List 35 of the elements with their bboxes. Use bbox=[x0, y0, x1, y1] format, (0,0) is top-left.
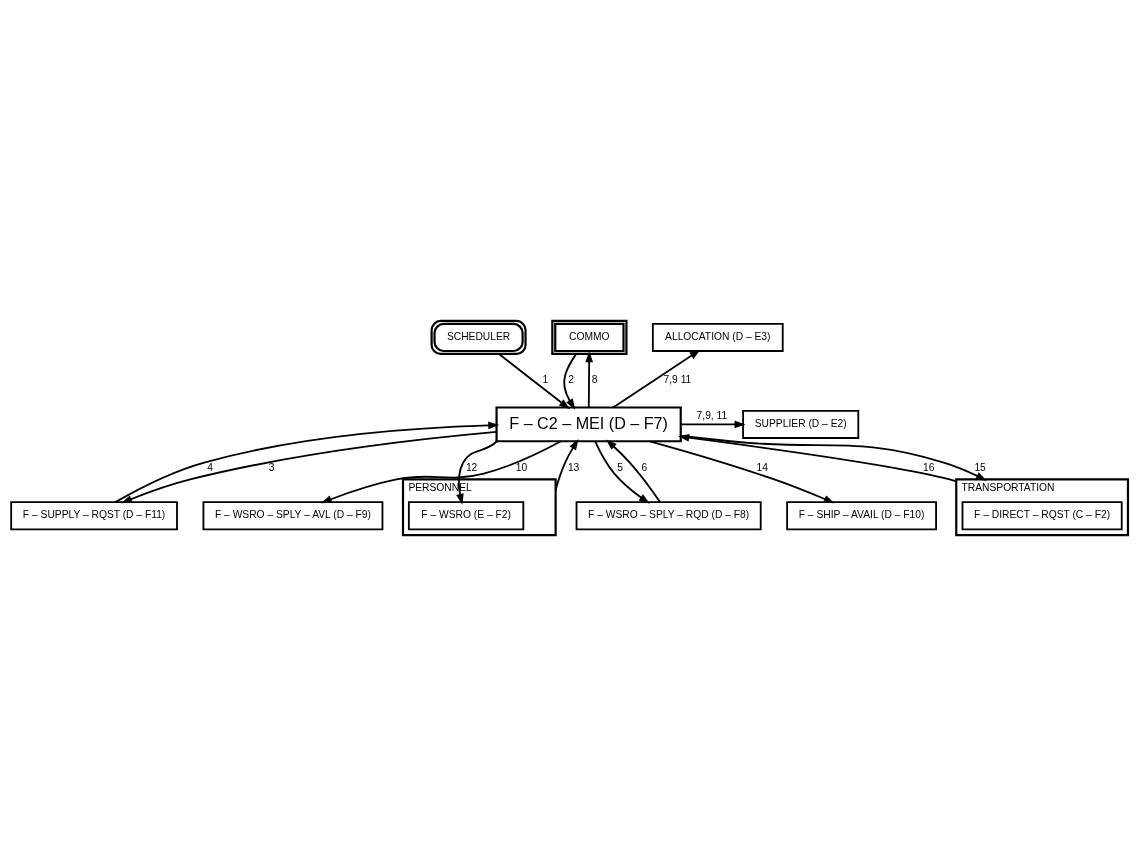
edge-label: 14 bbox=[756, 461, 768, 473]
edge-label: 7,9, 11 bbox=[696, 409, 728, 421]
edge-label: 6 bbox=[641, 461, 648, 473]
edge-label: 4 bbox=[207, 461, 213, 473]
edge-label: 12 bbox=[465, 461, 478, 473]
arrow bbox=[585, 350, 594, 408]
arrow bbox=[680, 420, 746, 428]
arrow bbox=[456, 439, 498, 505]
node-box: F – SHIP – AVAIL (D – F10) bbox=[786, 500, 937, 530]
arrow bbox=[612, 349, 701, 408]
arrow bbox=[320, 439, 562, 503]
edge-label: 13 bbox=[567, 461, 580, 473]
node-box: F – WSRO – SPLY – AVL (D – F9) bbox=[202, 500, 384, 530]
edge-label: 2 bbox=[568, 373, 574, 385]
edge-label: 8 bbox=[591, 373, 598, 385]
arrow bbox=[498, 352, 570, 409]
node-box: F – WSRO (E – F2) bbox=[407, 500, 525, 530]
edge-label: 15 bbox=[974, 461, 986, 473]
edge-label: 3 bbox=[268, 461, 275, 473]
node-box: ALLOCATION (D – E3) bbox=[651, 322, 784, 352]
edge-label: 1 bbox=[542, 373, 549, 385]
arrow bbox=[648, 439, 835, 503]
arrow bbox=[605, 439, 661, 503]
node-box: F – SUPPLY – RQST (D – F11) bbox=[10, 500, 178, 530]
arrow bbox=[554, 438, 579, 491]
arrow bbox=[594, 440, 650, 504]
edge-label: 5 bbox=[617, 461, 624, 473]
arrow bbox=[563, 352, 577, 410]
edge-label: 10 bbox=[515, 461, 528, 473]
node-box: SUPPLIER (D – E2) bbox=[742, 409, 860, 439]
node-box: F – WSRO – SPLY – RQD (D – F8) bbox=[575, 500, 762, 530]
node-box: F – C2 – MEI (D – F7) bbox=[495, 405, 682, 442]
edge-label: 7,9 11 bbox=[663, 373, 692, 385]
node-box: F – DIRECT – RQST (C – F2) bbox=[961, 500, 1123, 530]
edge-label: 16 bbox=[923, 461, 935, 473]
